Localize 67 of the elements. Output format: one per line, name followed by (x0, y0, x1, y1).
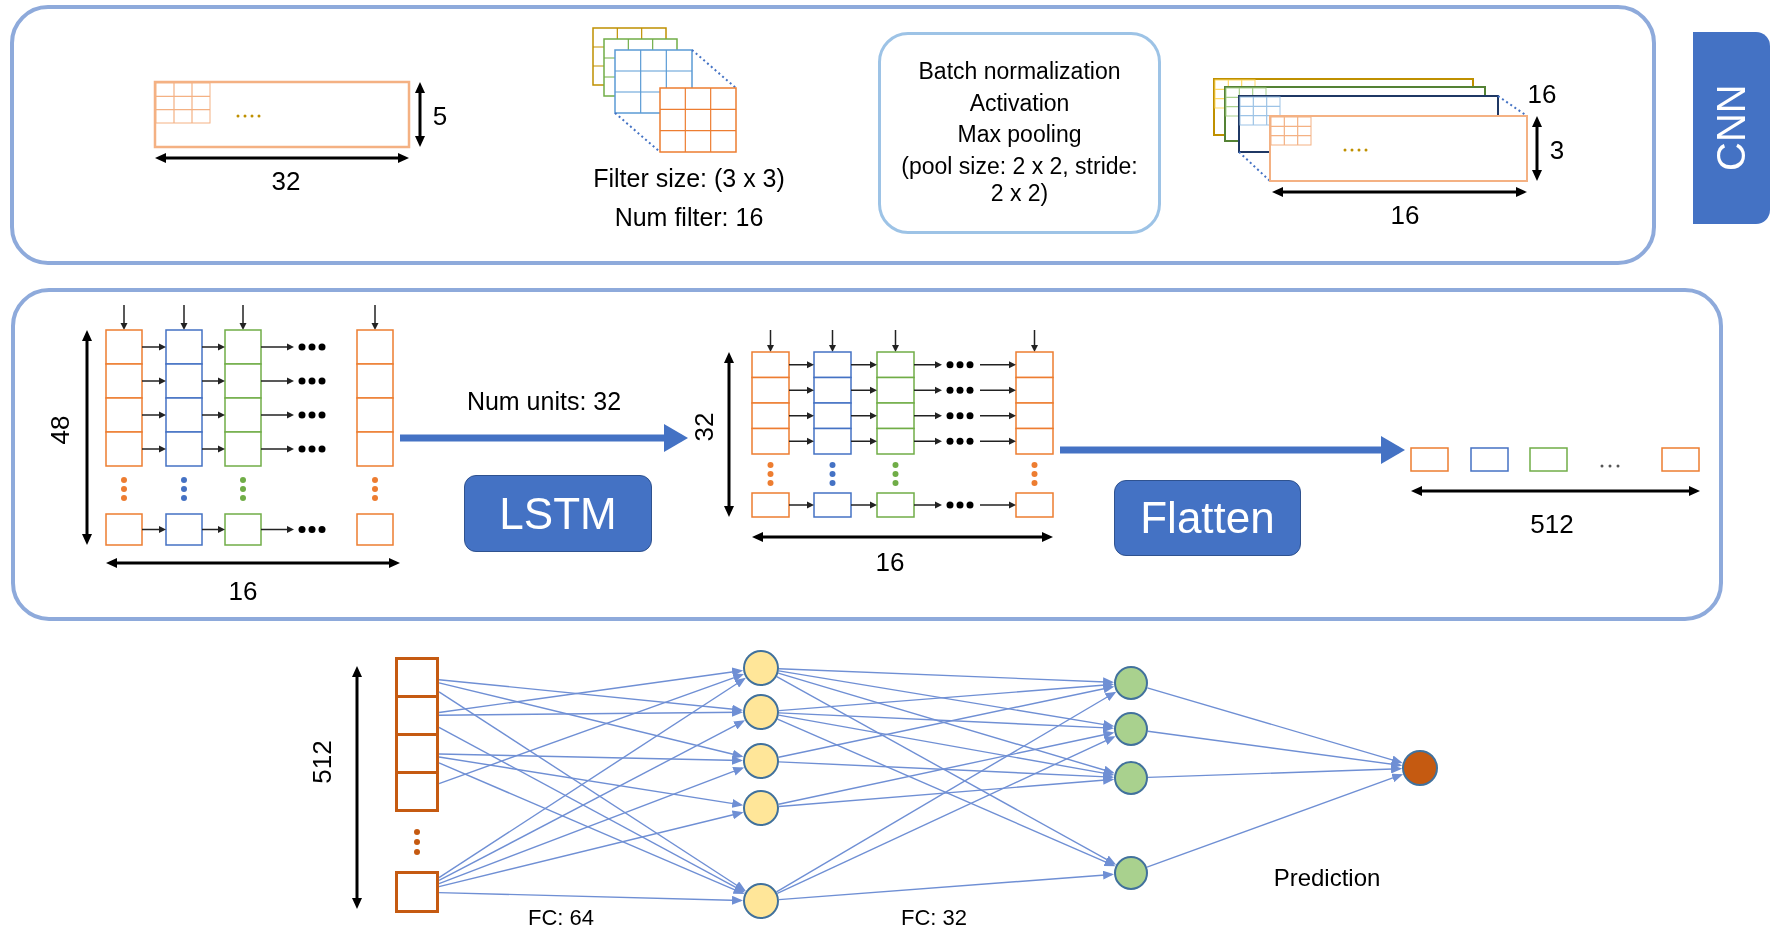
neuron-circle (743, 743, 779, 779)
neuron-circle (1402, 750, 1438, 786)
arrow (777, 730, 1114, 805)
arrow (778, 775, 1114, 808)
arrow (438, 682, 744, 759)
layer-box: Flatten (1114, 480, 1301, 556)
arrow (1147, 730, 1402, 769)
vector-cell (395, 657, 439, 698)
section-panel (11, 288, 1723, 621)
arrow (1146, 687, 1403, 765)
layer-caption: FC: 32 (901, 907, 967, 929)
vector-cell (395, 771, 439, 812)
arrow (438, 673, 744, 785)
process-box (878, 32, 1161, 234)
neuron-circle (743, 650, 779, 686)
section-tab: CNN (1693, 32, 1770, 224)
arrow (775, 691, 1116, 893)
arrow (1147, 764, 1402, 779)
arrow (776, 676, 1116, 865)
arrow (778, 680, 1114, 712)
dimension-label: 16 (228, 578, 258, 604)
box-text: Batch normalization (918, 58, 1121, 86)
arrow (438, 756, 743, 809)
neuron-circle (1114, 761, 1148, 795)
arrow (777, 684, 1114, 758)
dimension-label: 512 (1530, 511, 1574, 537)
section-panel (10, 5, 1656, 265)
vector-cell (395, 695, 439, 736)
box-text: Activation (969, 89, 1070, 118)
dimension-label: 16 (1527, 81, 1557, 107)
arrow (778, 870, 1114, 901)
dimension-label: 48 (47, 415, 73, 445)
layer-caption: FC: 64 (528, 907, 594, 929)
neuron-circle (1114, 712, 1148, 746)
neuron-circle (743, 790, 779, 826)
arrow (778, 714, 1114, 778)
dimension-label: 512 (309, 740, 335, 784)
arrow (438, 753, 743, 765)
neuron-circle (1114, 666, 1148, 700)
caption-text: Num filter: 16 (614, 204, 764, 230)
neuron-circle (1114, 856, 1148, 890)
dimension-label: 5 (432, 103, 448, 129)
arrow (776, 718, 1116, 867)
arrow (438, 810, 744, 888)
dimension-label: 16 (1390, 202, 1420, 228)
arrow (438, 667, 743, 714)
caption-text: Filter size: (3 x 3) (593, 165, 785, 191)
neuron-circle (743, 883, 779, 919)
vector-cell (395, 871, 439, 913)
arrow (776, 736, 1116, 895)
neuron-circle (743, 694, 779, 730)
dimension-label: 32 (271, 168, 301, 194)
arrow (778, 712, 1114, 733)
vector-cell (395, 733, 439, 774)
dimension-label: 32 (691, 412, 717, 442)
arrow (438, 891, 743, 905)
box-text: Max pooling (957, 121, 1082, 149)
output-label: Prediction (1273, 866, 1381, 890)
box-text: (pool size: 2 x 2, stride: 2 x 2) (900, 152, 1139, 208)
arrow (438, 707, 743, 717)
arrow (778, 670, 1114, 730)
arrow (777, 672, 1115, 775)
arrow (1146, 773, 1403, 868)
dimension-label: 3 (1549, 137, 1565, 163)
dimension-label: 16 (875, 549, 905, 575)
layer-box: LSTM (464, 475, 652, 552)
arrow (438, 679, 743, 714)
